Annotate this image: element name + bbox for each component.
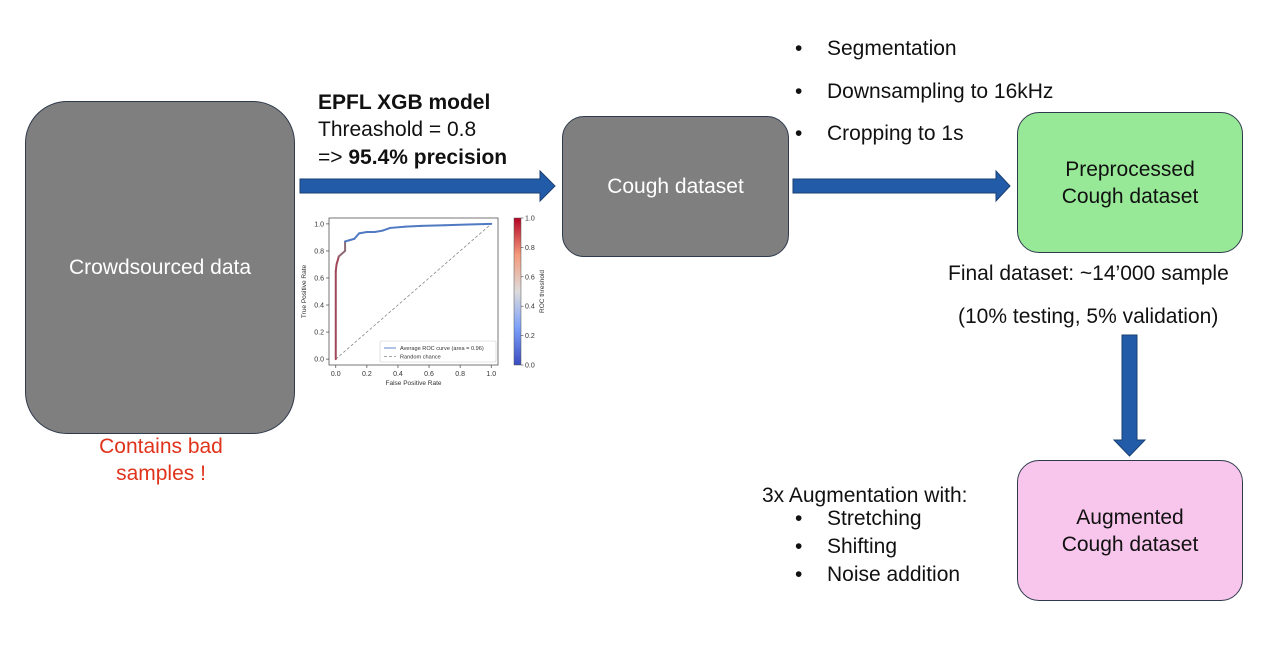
x-tick-label: 0.8 <box>455 371 465 378</box>
roc-curve-segment <box>381 226 392 232</box>
augmentation-item-label: Shifting <box>827 535 898 558</box>
y-axis-label: True Positive Rate <box>301 265 308 319</box>
y-tick-label: 0.2 <box>314 330 324 337</box>
roc-curve-segment <box>443 223 469 227</box>
augmentation-item: • Noise addition <box>795 563 960 587</box>
y-tick-label: 1.0 <box>314 221 324 228</box>
augmentation-item-label: Stretching <box>827 507 922 530</box>
augmentation-title: 3x Augmentation with: <box>762 484 968 507</box>
colorbar-tick-label: 1.0 <box>525 216 535 223</box>
roc-curve-segment <box>466 222 493 226</box>
bad-samples-warning-line2: samples ! <box>116 462 206 485</box>
bullet-icon: • <box>795 80 803 103</box>
augmentation-item: • Stretching <box>795 507 922 531</box>
x-tick-label: 0.4 <box>393 371 403 378</box>
model-precision: => 95.4% precision <box>318 146 507 170</box>
roc-curve-segment <box>353 232 361 240</box>
bullet-icon: • <box>795 37 803 60</box>
colorbar-label: ROC threshold <box>539 270 546 313</box>
preprocessing-step: • Downsampling to 16kHz <box>795 80 1053 104</box>
roc-curve-segment <box>389 225 407 229</box>
colorbar-tick-label: 0.0 <box>525 363 535 370</box>
colorbar-tick-label: 0.2 <box>525 333 535 340</box>
roc-curve-segment <box>404 224 423 228</box>
legend-box <box>379 340 497 363</box>
preprocessing-step-label: Cropping to 1s <box>827 122 964 145</box>
bad-samples-warning-line1: Contains bad <box>99 435 223 458</box>
model-title: EPFL XGB model <box>318 91 491 114</box>
augmented-dataset-node: Augmented Cough dataset <box>1017 460 1243 601</box>
preprocessing-step-label: Segmentation <box>827 37 957 60</box>
precision-prefix: => <box>318 146 349 169</box>
cough-dataset-node: Cough dataset <box>562 116 789 257</box>
colorbar-tick-label: 0.8 <box>525 245 535 252</box>
roc-curve-segment <box>420 224 446 227</box>
bullet-icon: • <box>795 563 803 586</box>
augmentation-item-label: Noise addition <box>827 563 961 586</box>
augmentation-item: • Shifting <box>795 535 897 559</box>
roc-plot-area: 0.0 0.2 0.4 0.6 0.8 1.0 0.0 0.2 0.4 0.6 0.8 1.0Fals… <box>301 216 546 388</box>
roc-curve-segment <box>358 230 368 235</box>
model-threshold: Threashold = 0.8 <box>318 118 477 141</box>
precision-value: 95.4% precision <box>348 146 508 169</box>
final-dataset-size: Final dataset: ~14’000 sample <box>948 262 1229 285</box>
crowdsourced-data-label: Crowdsourced data <box>68 255 252 279</box>
bullet-icon: • <box>795 122 803 145</box>
preprocessing-step-label: Downsampling to 16kHz <box>827 80 1054 103</box>
y-tick-label: 0.6 <box>314 275 324 282</box>
roc-curve-segment <box>335 255 340 266</box>
preprocessed-label-line1: Preprocessed <box>1065 157 1195 181</box>
augmented-label-line1: Augmented <box>1076 505 1184 529</box>
x-tick-label: 1.0 <box>486 371 496 378</box>
augmented-label-line2: Cough dataset <box>1061 532 1199 556</box>
roc-chart: 0.0 0.2 0.4 0.6 0.8 1.0 0.0 0.2 0.4 0.6 0.8 1.0Fals… <box>301 216 546 388</box>
y-tick-label: 0.8 <box>314 248 324 255</box>
crowdsourced-data-node: Crowdsourced data <box>25 101 295 434</box>
x-tick-label: 0.2 <box>362 371 372 378</box>
colorbar-tick-label: 0.6 <box>525 274 535 281</box>
bullet-icon: • <box>795 535 803 558</box>
x-tick-label: 0.0 <box>331 371 341 378</box>
random-chance-line <box>335 223 492 360</box>
dataset-split: (10% testing, 5% validation) <box>958 305 1219 328</box>
roc-curve-segment <box>373 229 384 233</box>
x-axis-label: False Positive Rate <box>386 380 442 387</box>
y-tick-label: 0.0 <box>314 357 324 364</box>
colorbar <box>513 217 522 366</box>
preprocessing-step: • Segmentation <box>795 37 957 61</box>
bullet-icon: • <box>795 507 803 530</box>
legend-random-label: Random chance <box>400 355 441 361</box>
y-tick-label: 0.4 <box>314 303 324 310</box>
legend-roc-label: Average ROC curve (area = 0.96) <box>400 346 484 352</box>
arrow-crowd-to-cough <box>299 169 556 203</box>
preprocessed-dataset-node: Preprocessed Cough dataset <box>1017 112 1243 253</box>
preprocessed-label-line2: Cough dataset <box>1061 184 1199 208</box>
preprocessing-step: • Cropping to 1s <box>795 122 964 146</box>
arrow-preprocessed-to-augmented <box>1112 334 1147 457</box>
x-tick-label: 0.6 <box>424 371 434 378</box>
arrow-cough-to-preprocessed <box>792 169 1011 203</box>
roc-curve-segment <box>334 263 338 273</box>
colorbar-tick-label: 0.4 <box>525 304 535 311</box>
cough-dataset-label: Cough dataset <box>607 174 744 198</box>
